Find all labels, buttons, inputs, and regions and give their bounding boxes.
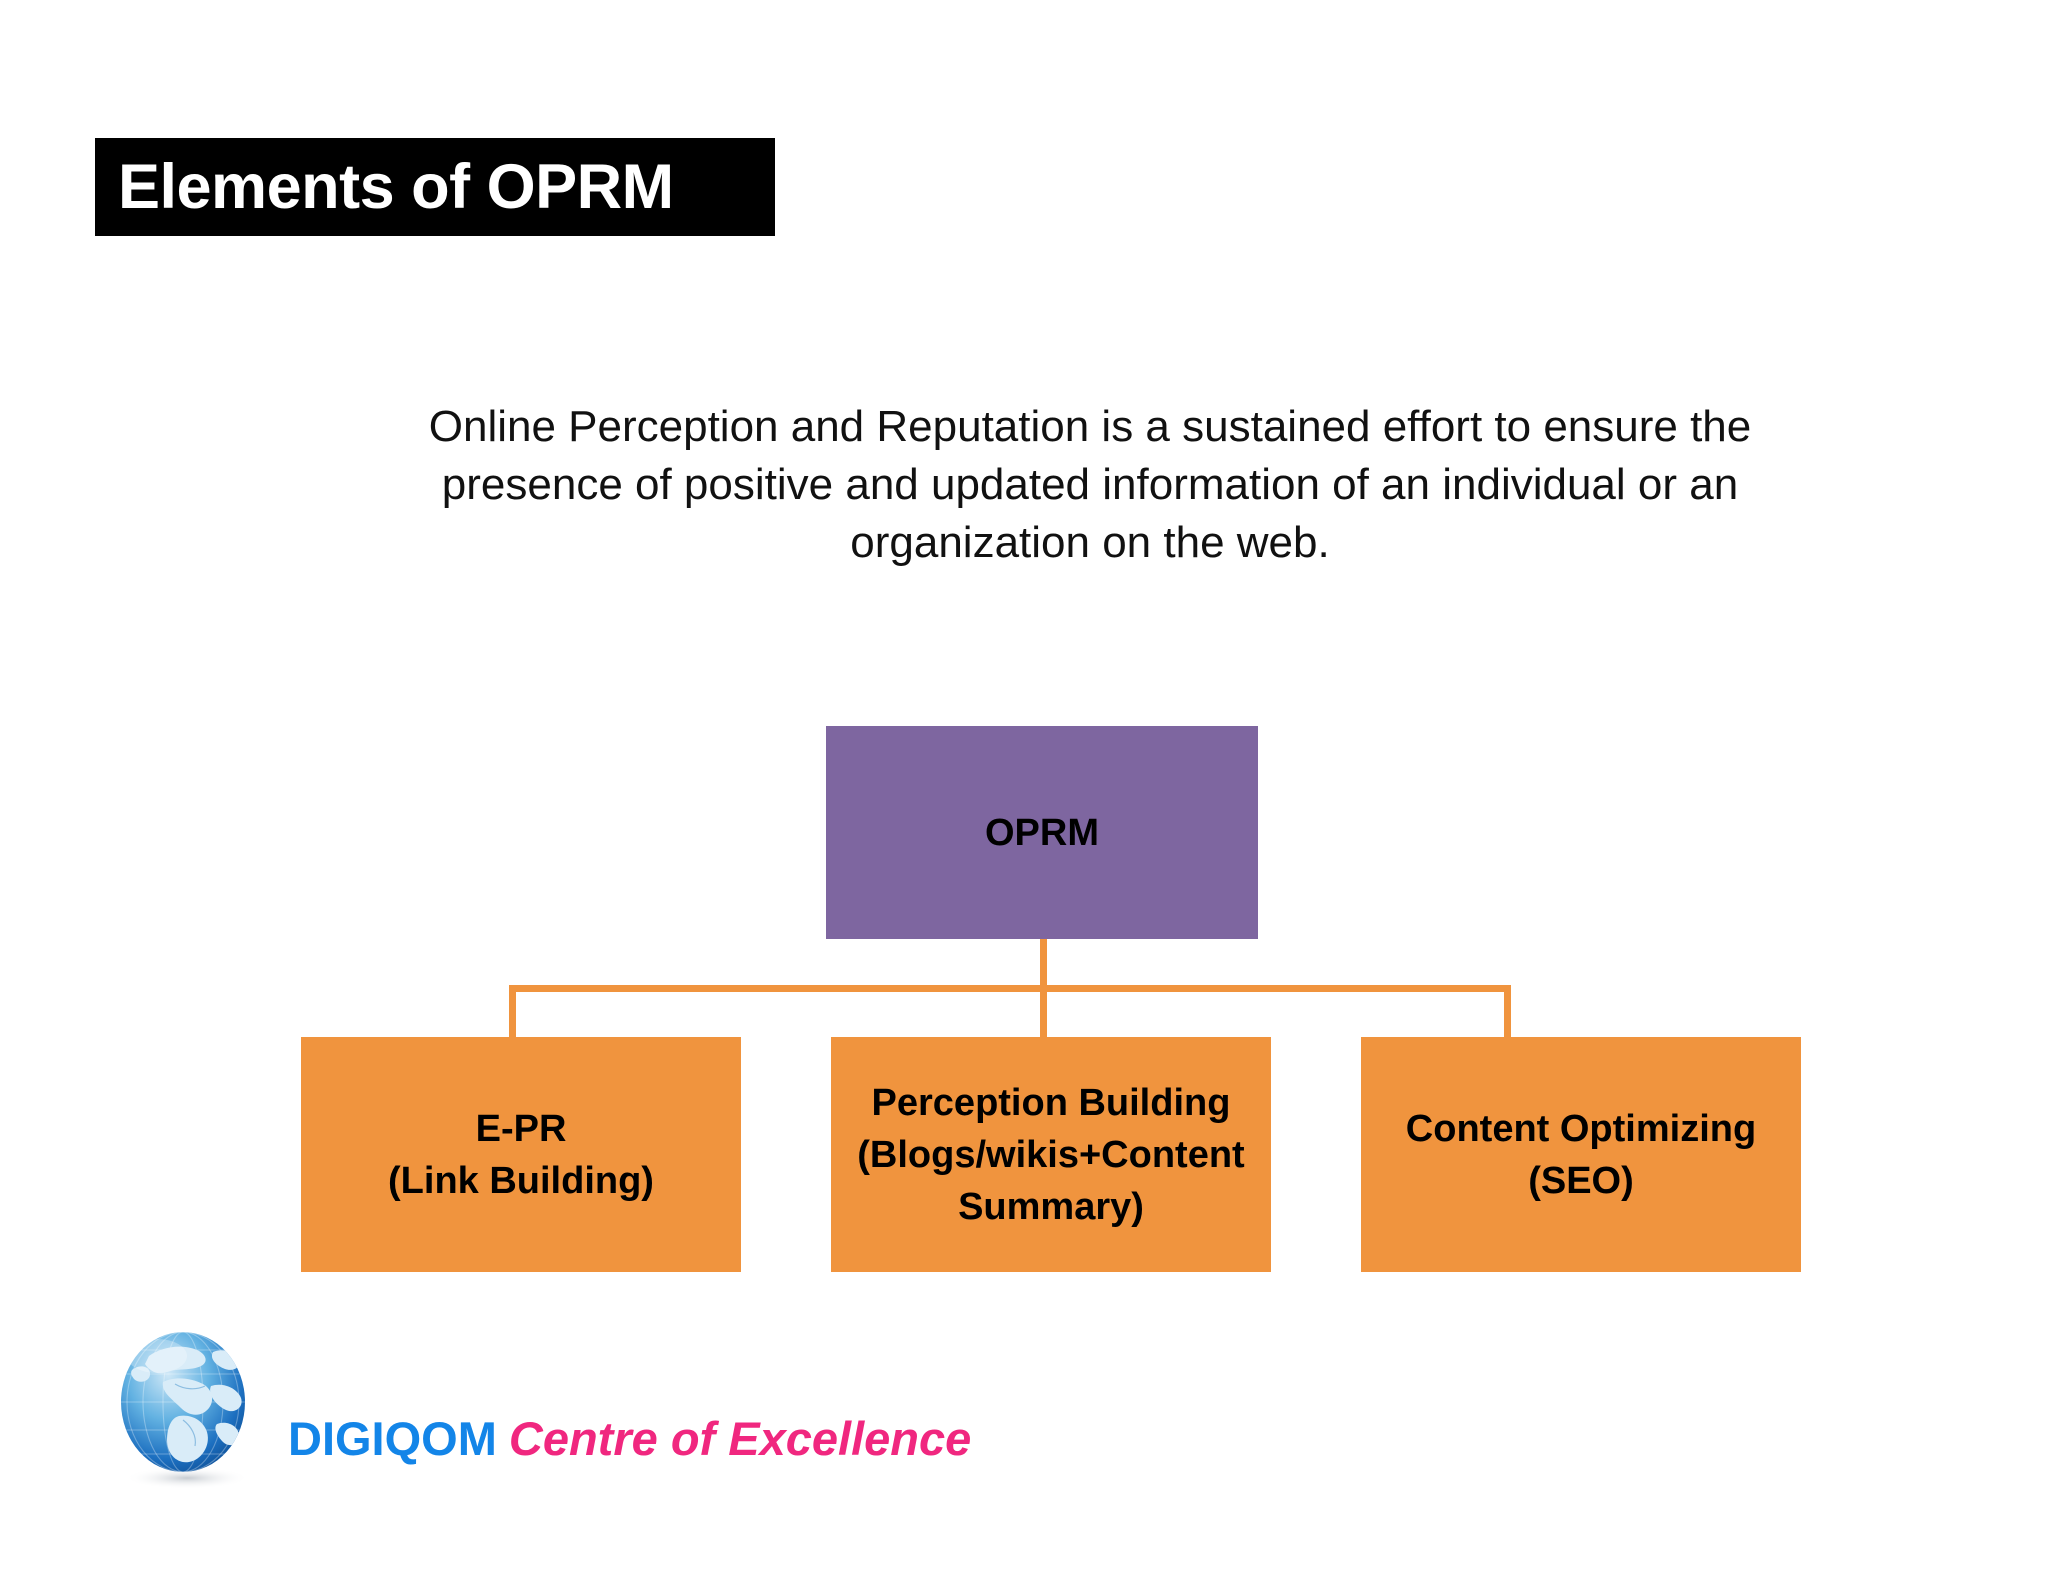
- diagram-node-oprm: OPRM: [826, 726, 1258, 939]
- diagram-node-perception-building-line-3: Summary): [958, 1185, 1144, 1228]
- diagram-node-perception-building-line-2: (Blogs/wikis+Content: [857, 1133, 1245, 1176]
- title-banner: Elements of OPRM: [95, 138, 775, 236]
- connector-root-stem: [1040, 939, 1047, 989]
- diagram-node-perception-building-text: Perception Building (Blogs/wikis+Content…: [857, 1077, 1244, 1233]
- diagram-node-content-optimizing-line-2: (SEO): [1528, 1159, 1634, 1202]
- diagram-node-epr: E-PR (Link Building): [301, 1037, 741, 1272]
- diagram-node-epr-text: E-PR (Link Building): [388, 1103, 654, 1207]
- diagram-node-oprm-label: OPRM: [985, 811, 1099, 854]
- connector-drop-right: [1504, 985, 1511, 1039]
- diagram-node-perception-building: Perception Building (Blogs/wikis+Content…: [831, 1037, 1271, 1272]
- diagram-node-content-optimizing-line-1: Content Optimizing: [1405, 1107, 1757, 1150]
- diagram-node-content-optimizing-text: Content Optimizing (SEO): [1406, 1103, 1756, 1207]
- footer-brand-text: DIGIQOM: [288, 1412, 497, 1465]
- diagram-node-epr-line-1: E-PR: [475, 1107, 567, 1150]
- connector-drop-middle: [1040, 985, 1047, 1039]
- diagram-node-perception-building-line-1: Perception Building: [871, 1081, 1231, 1124]
- page-title: Elements of OPRM: [118, 151, 674, 222]
- body-paragraph: Online Perception and Reputation is a su…: [428, 402, 1752, 567]
- globe-icon: [105, 1328, 270, 1493]
- connector-horizontal-bar: [509, 985, 1511, 992]
- diagram-node-content-optimizing: Content Optimizing (SEO): [1361, 1037, 1801, 1272]
- connector-drop-left: [509, 985, 516, 1039]
- footer-tagline-text: Centre of Excellence: [508, 1412, 972, 1465]
- diagram-node-epr-line-2: (Link Building): [388, 1159, 654, 1202]
